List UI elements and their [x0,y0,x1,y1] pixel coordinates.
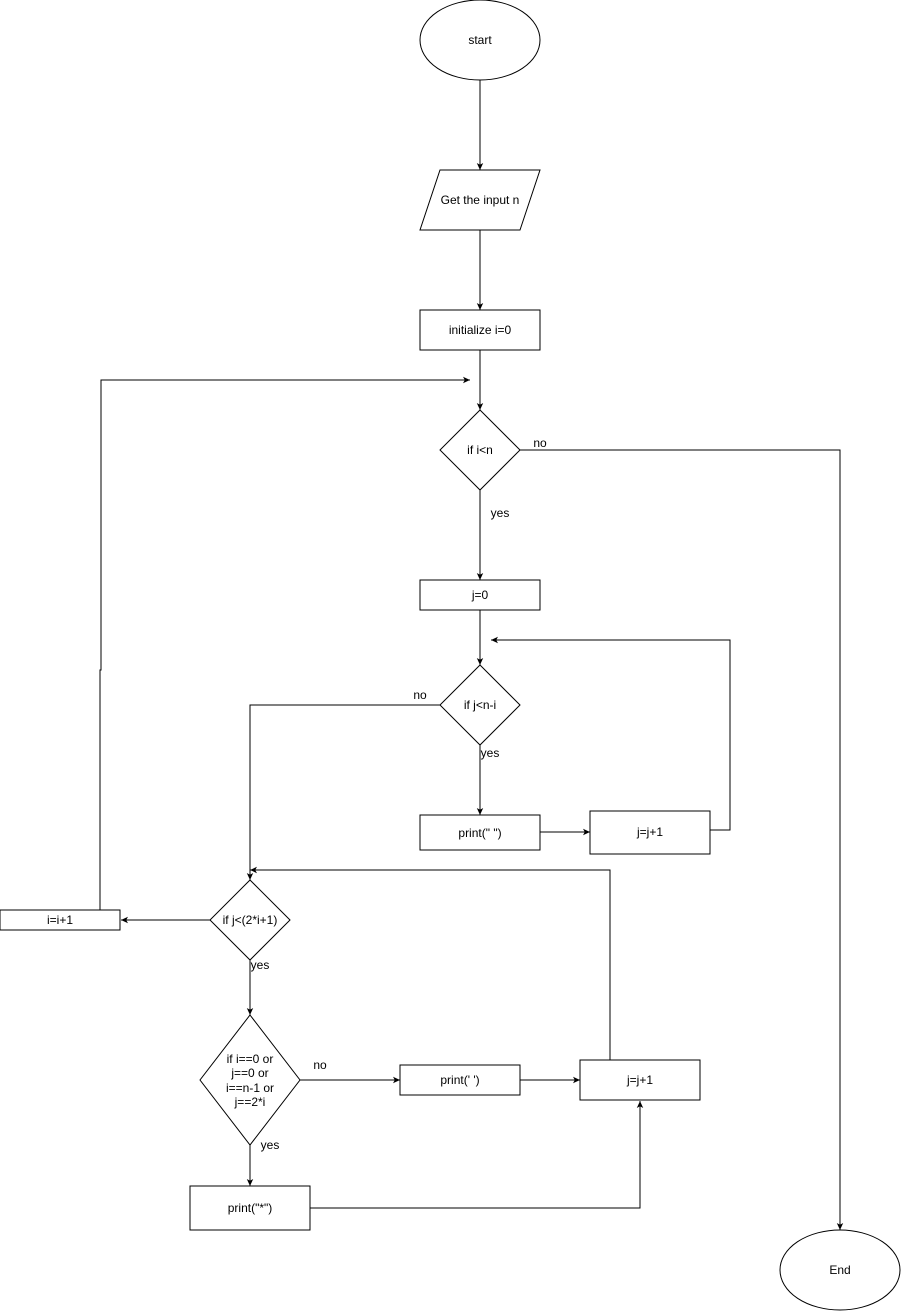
init-j-box [419,579,541,611]
inc-j-star-box [579,1059,701,1101]
init-i-label: initialize i=0 [449,323,512,337]
node-init-j: j=0 [419,579,541,611]
cond-border-line-3: i==n-1 or [226,1081,274,1095]
init-i-box [419,309,541,351]
inc-i-label: i=i+1 [47,913,73,927]
node-print-blank: print(' ') [399,1064,521,1096]
node-end: End [779,1229,901,1311]
node-inc-j-star: j=j+1 [579,1059,701,1101]
inc-j-space-box [589,810,711,855]
cond-i-label: if i<n [467,443,493,457]
node-inc-j-space: j=j+1 [589,810,711,855]
edge-inc-j-loop-back [491,636,731,831]
end-ellipse [779,1229,901,1311]
cond-j2-label: if j<(2*i+1) [223,913,278,927]
node-start: start [419,0,541,81]
edge-inc-i-loop-back [99,376,470,910]
node-cond-j2: if j<(2*i+1) [209,879,291,961]
init-j-label: j=0 [471,588,489,602]
cond-border-line-1: if i==0 or [227,1052,274,1066]
cond-j2-yes-label: yes [251,958,270,972]
inc-j-star-label: j=j+1 [626,1073,653,1087]
print-star-label: print("*") [228,1201,273,1215]
cond-border-no-label: no [313,1058,327,1072]
edge-labels: no yes no yes yes no yes [251,436,547,1152]
edge-print-star-to-inc-j [310,1101,644,1209]
node-cond-i: if i<n [439,409,521,491]
node-input: Get the input n [419,169,541,231]
cond-j-label: if j<n-i [464,698,496,712]
cond-i-diamond [439,409,521,491]
node-print-space: print(" ") [419,814,541,851]
node-inc-i: i=i+1 [0,909,121,931]
cond-border-yes-label: yes [261,1138,280,1152]
node-cond-border: if i==0 or j==0 or i==n-1 or j==2*i [199,1014,301,1146]
cond-border-line-2: j==0 or [230,1066,268,1080]
cond-j-diamond [439,664,521,746]
cond-j-yes-label: yes [481,746,500,760]
cond-i-yes-label: yes [491,506,510,520]
print-space-box [419,814,541,851]
edges [99,80,844,1230]
edge-cond-i-no-to-end [520,449,844,1230]
print-blank-label: print(' ') [440,1073,479,1087]
cond-border-line-4: j==2*i [234,1095,266,1109]
inc-j-space-label: j=j+1 [636,825,663,839]
print-space-label: print(" ") [458,826,501,840]
print-star-box [189,1185,311,1231]
cond-border-diamond [199,1014,301,1146]
node-print-star: print("*") [189,1185,311,1231]
input-parallelogram [419,169,541,231]
cond-j2-diamond [209,879,291,961]
node-cond-j: if j<n-i [439,664,521,746]
edge-cond-j-no-to-cond-j2 [246,704,440,880]
edge-inc-j-star-loop-back [250,866,611,1060]
start-label: start [468,33,492,47]
cond-i-no-label: no [533,436,547,450]
print-blank-box [399,1064,521,1096]
cond-j-no-label: no [413,688,427,702]
node-init-i: initialize i=0 [419,309,541,351]
end-label: End [829,1263,850,1277]
start-ellipse [419,0,541,81]
input-label: Get the input n [441,193,520,207]
inc-i-box [0,909,121,931]
